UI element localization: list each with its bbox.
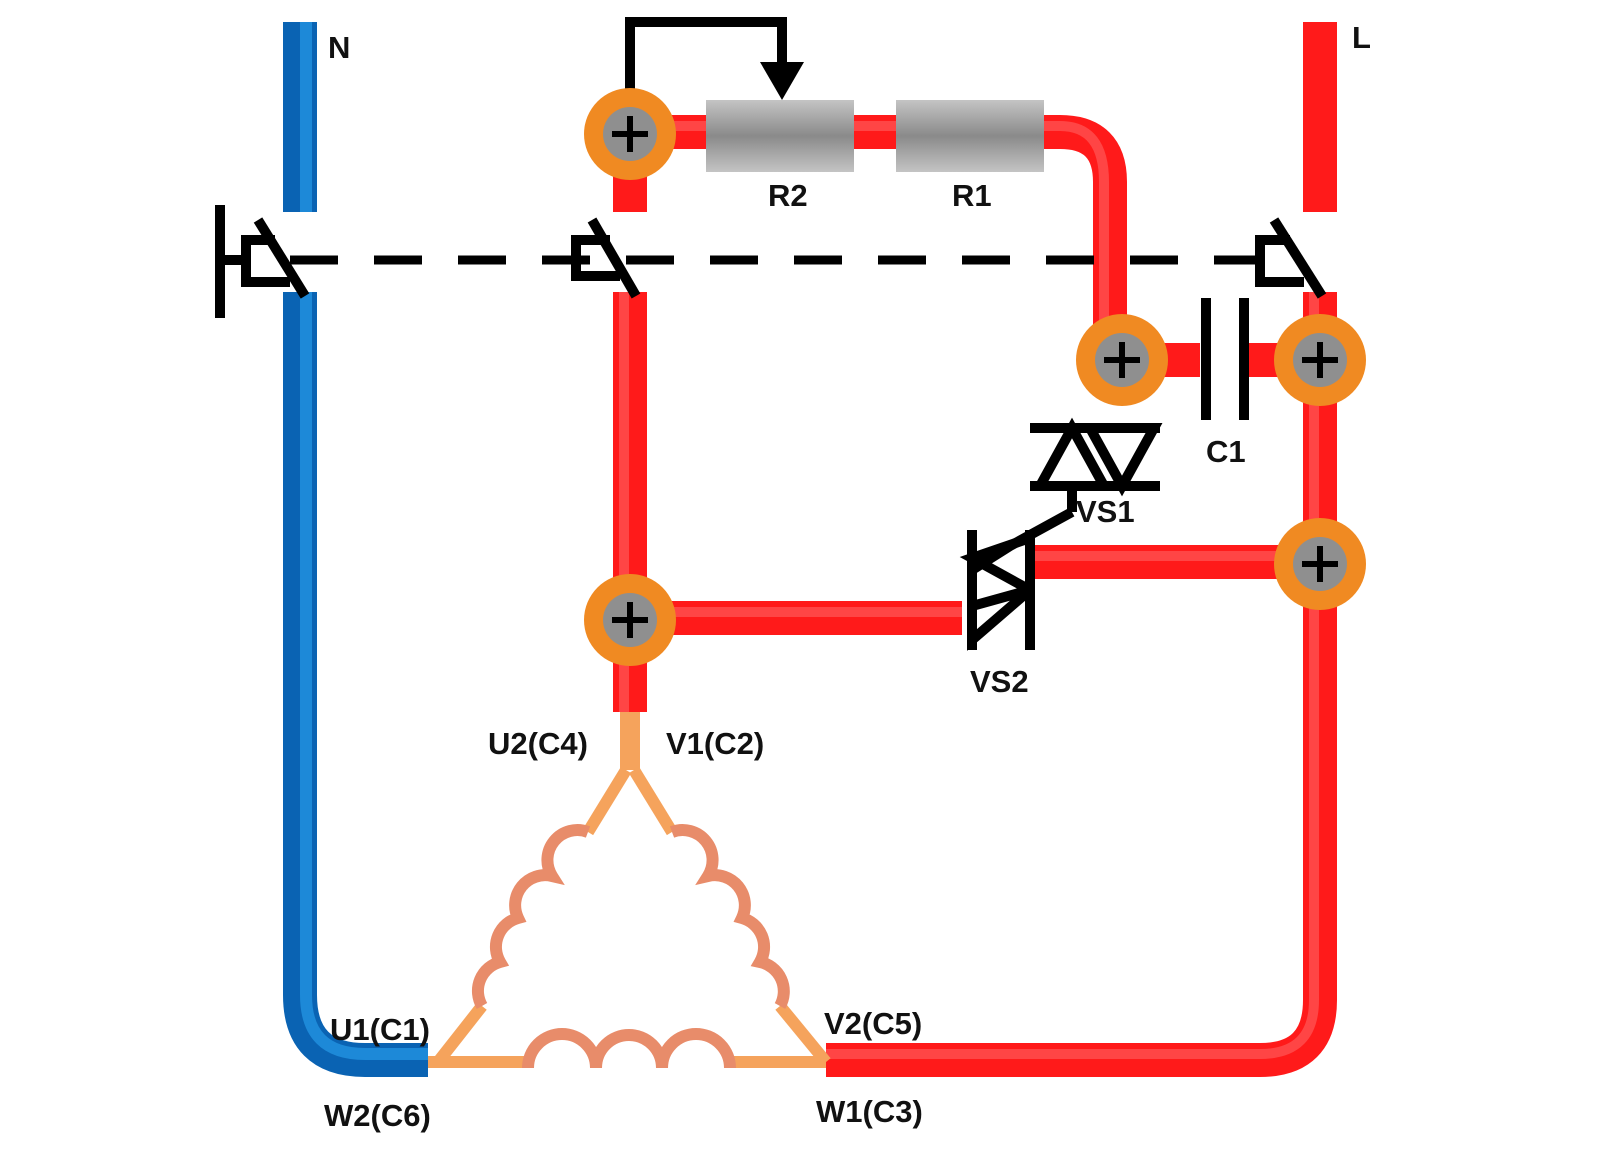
label-line: L (1352, 20, 1371, 55)
label-v1c2: V1(C2) (666, 726, 764, 761)
label-neutral: N (328, 30, 350, 65)
capacitor-c1 (1201, 298, 1249, 420)
triple-switch (215, 205, 1327, 318)
label-r2: R2 (768, 178, 808, 213)
label-w2c6: W2(C6) (324, 1098, 431, 1133)
label-r1: R1 (952, 178, 992, 213)
label-v2c5: V2(C5) (824, 1006, 922, 1041)
terminal-capacitor-right (1274, 314, 1366, 406)
terminal-right-mid (1274, 518, 1366, 610)
label-vs1: VS1 (1076, 494, 1135, 529)
terminal-capacitor-left (1076, 314, 1168, 406)
label-vs2: VS2 (970, 664, 1029, 699)
resistor-r2 (706, 100, 854, 172)
label-c1: C1 (1206, 434, 1246, 469)
resistor-r1 (896, 100, 1044, 172)
potentiometer-wiper-arrow (625, 17, 804, 100)
diac-vs1 (1030, 417, 1163, 512)
triac-vs2 (959, 507, 1075, 651)
label-u1c1: U1(C1) (330, 1012, 430, 1047)
label-u2c4: U2(C4) (488, 726, 588, 761)
motor-windings-delta (428, 712, 831, 1069)
line-wires (613, 22, 1337, 1077)
neutral-wire (283, 22, 428, 1077)
terminal-top-left (584, 88, 676, 180)
terminal-mid-left (584, 574, 676, 666)
label-w1c3: W1(C3) (816, 1094, 923, 1129)
